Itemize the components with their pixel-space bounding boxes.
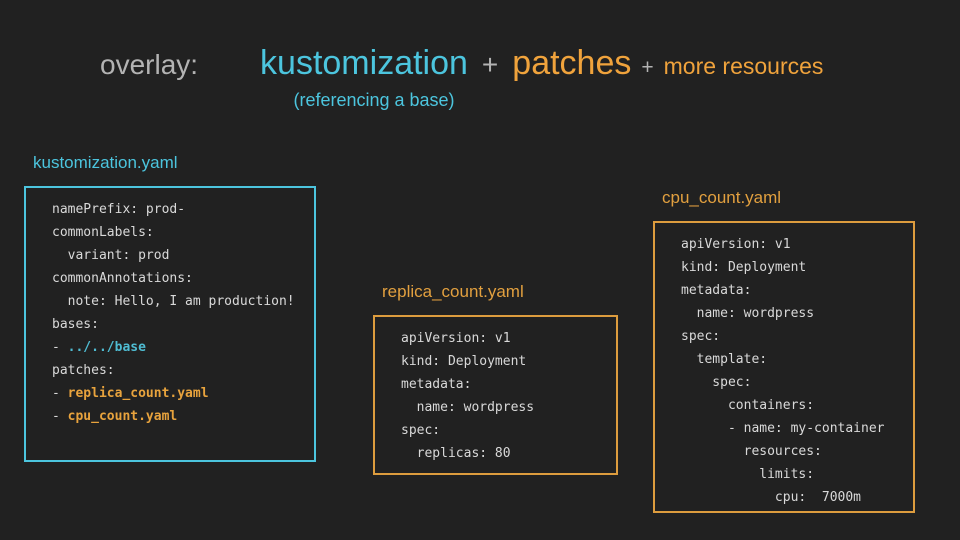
- code-line: - ../../base: [52, 336, 306, 359]
- code-line: spec:: [401, 419, 608, 442]
- code-segment: template:: [681, 352, 768, 367]
- code-segment: - name: my-container: [681, 421, 885, 436]
- code-segment: cpu_count.yaml: [67, 409, 178, 424]
- code-segment: bases:: [52, 317, 99, 332]
- title-plus-2: +: [641, 56, 654, 79]
- cpu-count-yaml-group: cpu_count.yaml apiVersion: v1 kind: Deplo…: [653, 188, 915, 513]
- code-segment: spec:: [401, 423, 441, 438]
- code-segment: limits:: [681, 467, 815, 482]
- code-segment: kind: Deployment: [681, 260, 807, 275]
- code-segment: spec:: [681, 329, 721, 344]
- code-line: cpu: 7000m: [681, 486, 905, 509]
- code-segment: replica_count.yaml: [67, 386, 209, 401]
- code-line: variant: prod: [52, 244, 306, 267]
- code-segment: name: wordpress: [401, 400, 535, 415]
- code-line: apiVersion: v1: [401, 327, 608, 350]
- code-segment: kind: Deployment: [401, 354, 527, 369]
- slide-title: overlay: kustomization + patches + more resou…: [100, 44, 823, 83]
- code-segment: resources:: [681, 444, 822, 459]
- code-line: commonAnnotations:: [52, 267, 306, 290]
- code-segment: containers:: [681, 398, 815, 413]
- code-line: - name: my-container: [681, 417, 905, 440]
- code-segment: variant: prod: [52, 248, 170, 263]
- code-line: - replica_count.yaml: [52, 382, 306, 405]
- code-line: replicas: 80: [401, 442, 608, 465]
- code-segment: metadata:: [401, 377, 472, 392]
- code-segment: -: [52, 386, 68, 401]
- code-segment: note: Hello, I am production!: [52, 294, 295, 309]
- kustomization-yaml-group: kustomization.yaml namePrefix: prod-comm…: [24, 153, 316, 462]
- code-line: template:: [681, 348, 905, 371]
- code-line: note: Hello, I am production!: [52, 290, 306, 313]
- code-line: limits:: [681, 463, 905, 486]
- code-line: commonLabels:: [52, 221, 306, 244]
- title-more-resources: more resources: [663, 53, 824, 79]
- title-plus-1: +: [481, 49, 499, 80]
- code-segment: metadata:: [681, 283, 752, 298]
- code-segment: apiVersion: v1: [401, 331, 511, 346]
- code-line: resources:: [681, 440, 905, 463]
- code-segment: cpu: 7000m: [681, 490, 862, 505]
- code-line: containers:: [681, 394, 905, 417]
- code-segment: -: [52, 340, 68, 355]
- code-line: metadata:: [681, 279, 905, 302]
- cpu-count-yaml-label: cpu_count.yaml: [662, 188, 782, 207]
- title-patches: patches: [512, 44, 632, 82]
- replica-count-yaml-group: replica_count.yaml apiVersion: v1 kind: D…: [373, 282, 618, 475]
- code-segment: spec:: [681, 375, 752, 390]
- code-segment: -: [52, 409, 68, 424]
- title-overlay: overlay:: [100, 49, 199, 80]
- code-line: spec:: [681, 325, 905, 348]
- code-segment: apiVersion: v1: [681, 237, 791, 252]
- code-segment: ../../base: [67, 340, 146, 355]
- replica-count-yaml-label: replica_count.yaml: [382, 282, 524, 301]
- code-segment: commonLabels:: [52, 225, 154, 240]
- code-line: kind: Deployment: [681, 256, 905, 279]
- code-segment: replicas: 80: [401, 446, 511, 461]
- code-segment: patches:: [52, 363, 115, 378]
- code-line: apiVersion: v1: [681, 233, 905, 256]
- code-line: kind: Deployment: [401, 350, 608, 373]
- title-kustomization: kustomization: [260, 44, 468, 82]
- code-segment: commonAnnotations:: [52, 271, 193, 286]
- code-line: namePrefix: prod-: [52, 198, 306, 221]
- code-segment: namePrefix: prod-: [52, 202, 186, 217]
- code-segment: name: wordpress: [681, 306, 815, 321]
- code-line: patches:: [52, 359, 306, 382]
- code-line: name: wordpress: [401, 396, 608, 419]
- code-line: spec:: [681, 371, 905, 394]
- code-line: - cpu_count.yaml: [52, 405, 306, 428]
- title-subtitle: (referencing a base): [293, 90, 455, 110]
- code-line: bases:: [52, 313, 306, 336]
- code-content: namePrefix: prod-commonLabels: variant: …: [52, 198, 306, 428]
- code-line: metadata:: [401, 373, 608, 396]
- kustomization-yaml-code-box: namePrefix: prod-commonLabels: variant: …: [24, 186, 316, 462]
- kustomization-yaml-label: kustomization.yaml: [33, 153, 178, 172]
- code-line: name: wordpress: [681, 302, 905, 325]
